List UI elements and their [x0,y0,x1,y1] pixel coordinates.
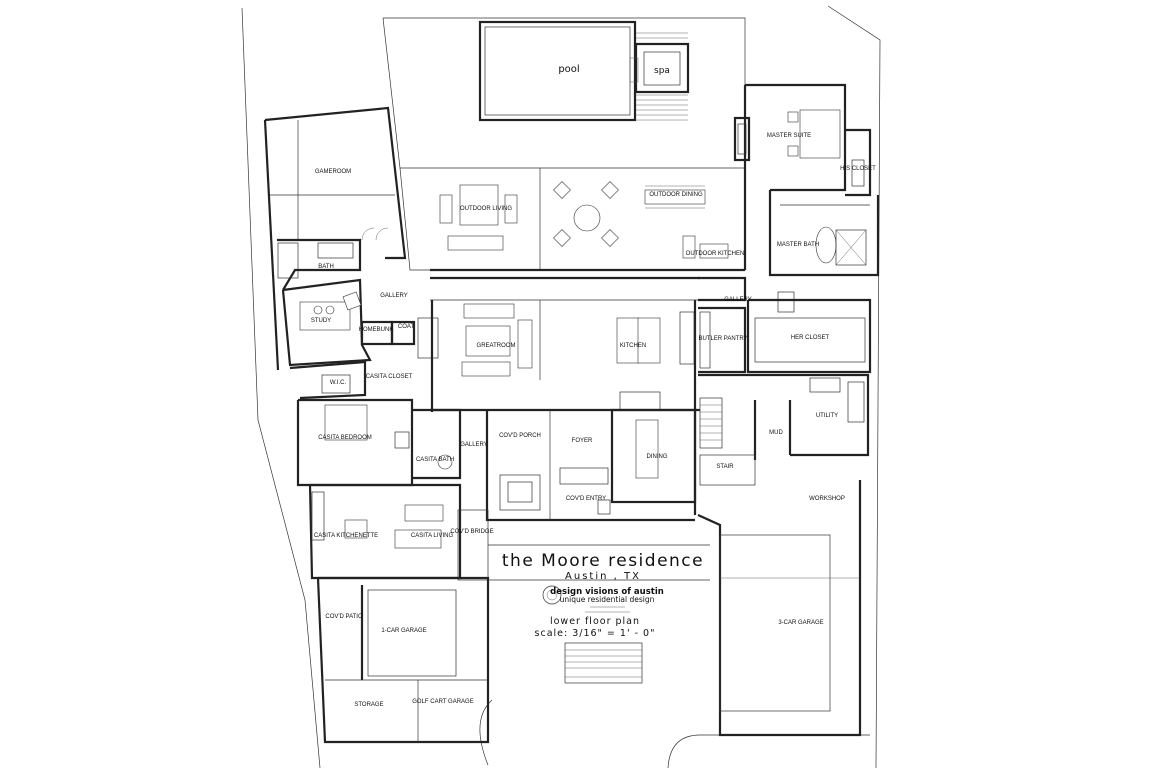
label-greatroom: GREATROOM [477,343,516,349]
label-her-closet: HER CLOSET [791,335,830,341]
label-study: STUDY [311,318,331,324]
label-spa: spa [654,66,670,76]
label-foyer: FOYER [572,438,593,444]
label-homebunk: HOMEBUNK [359,327,394,333]
label-gallery-right: GALLERY [724,297,752,303]
label-gallery-mid: GALLERY [460,442,488,448]
label-1car-garage: 1-CAR GARAGE [381,628,426,634]
label-master-suite: MASTER SUITE [767,133,811,139]
master-wing [698,83,880,374]
label-bath: BATH [318,264,334,270]
label-casita-living: CASITA LIVING [411,533,454,539]
label-3car-garage: 3-CAR GARAGE [778,620,823,626]
label-gameroom: GAMEROOM [315,169,351,175]
site-boundary [241,5,881,768]
label-stair: STAIR [716,464,734,470]
title-text: the Moore residence [502,551,704,571]
label-storage: STORAGE [354,702,383,708]
label-golf-cart-garage: GOLF CART GARAGE [412,699,473,705]
label-mud: MUD [769,430,783,436]
label-casita-kitchenette: CASITA KITCHENETTE [314,533,378,539]
outdoor-living-area [399,167,746,272]
label-covd-patio: COV'D PATIO [325,614,363,620]
label-covd-entry: COV'D ENTRY [566,496,606,502]
room-labels: pool spa GAMEROOM OUTDOOR LIVING OUTDOOR… [311,64,876,708]
label-dining: DINING [647,454,668,460]
label-outdoor-dining: OUTDOOR DINING [649,192,703,198]
entry-dining [485,408,697,522]
label-gallery-left: GALLERY [380,293,408,299]
label-coat: COAT [398,324,415,330]
label-his-closet: HIS CLOSET [840,166,876,172]
label-casita-bedroom: CASITA BEDROOM [318,435,372,441]
casita-wing [296,398,489,581]
label-utility: UTILITY [816,413,838,419]
title-block: the Moore residence Austin , TX design v… [488,544,710,684]
gameroom-wing [263,106,416,400]
label-covd-bridge: COV'D BRIDGE [450,529,493,535]
plan-name-text: lower floor plan [550,616,640,627]
location-text: Austin , TX [565,571,641,582]
logo-tagline: unique residential design [560,595,655,604]
label-workshop: WORKSHOP [809,496,845,502]
label-wic: W.I.C. [330,380,347,386]
label-butler-pantry: BUTLER PANTRY [698,336,747,342]
label-casita-bath: CASITA BATH [416,457,454,463]
label-pool: pool [558,64,579,75]
scale-text: scale: 3/16" = 1' - 0" [535,628,656,639]
label-kitchen: KITCHEN [620,343,646,349]
service-wing [698,373,870,486]
label-covd-porch: COV'D PORCH [499,433,541,439]
label-master-bath: MASTER BATH [777,242,819,248]
label-outdoor-kitchen: OUTDOOR KITCHEN [686,251,745,257]
logo-company: design visions of austin [550,587,664,597]
label-casita-closet: CASITA CLOSET [366,374,413,380]
garages [316,480,862,744]
pool-deck [382,17,746,169]
label-outdoor-living: OUTDOOR LIVING [460,206,512,212]
